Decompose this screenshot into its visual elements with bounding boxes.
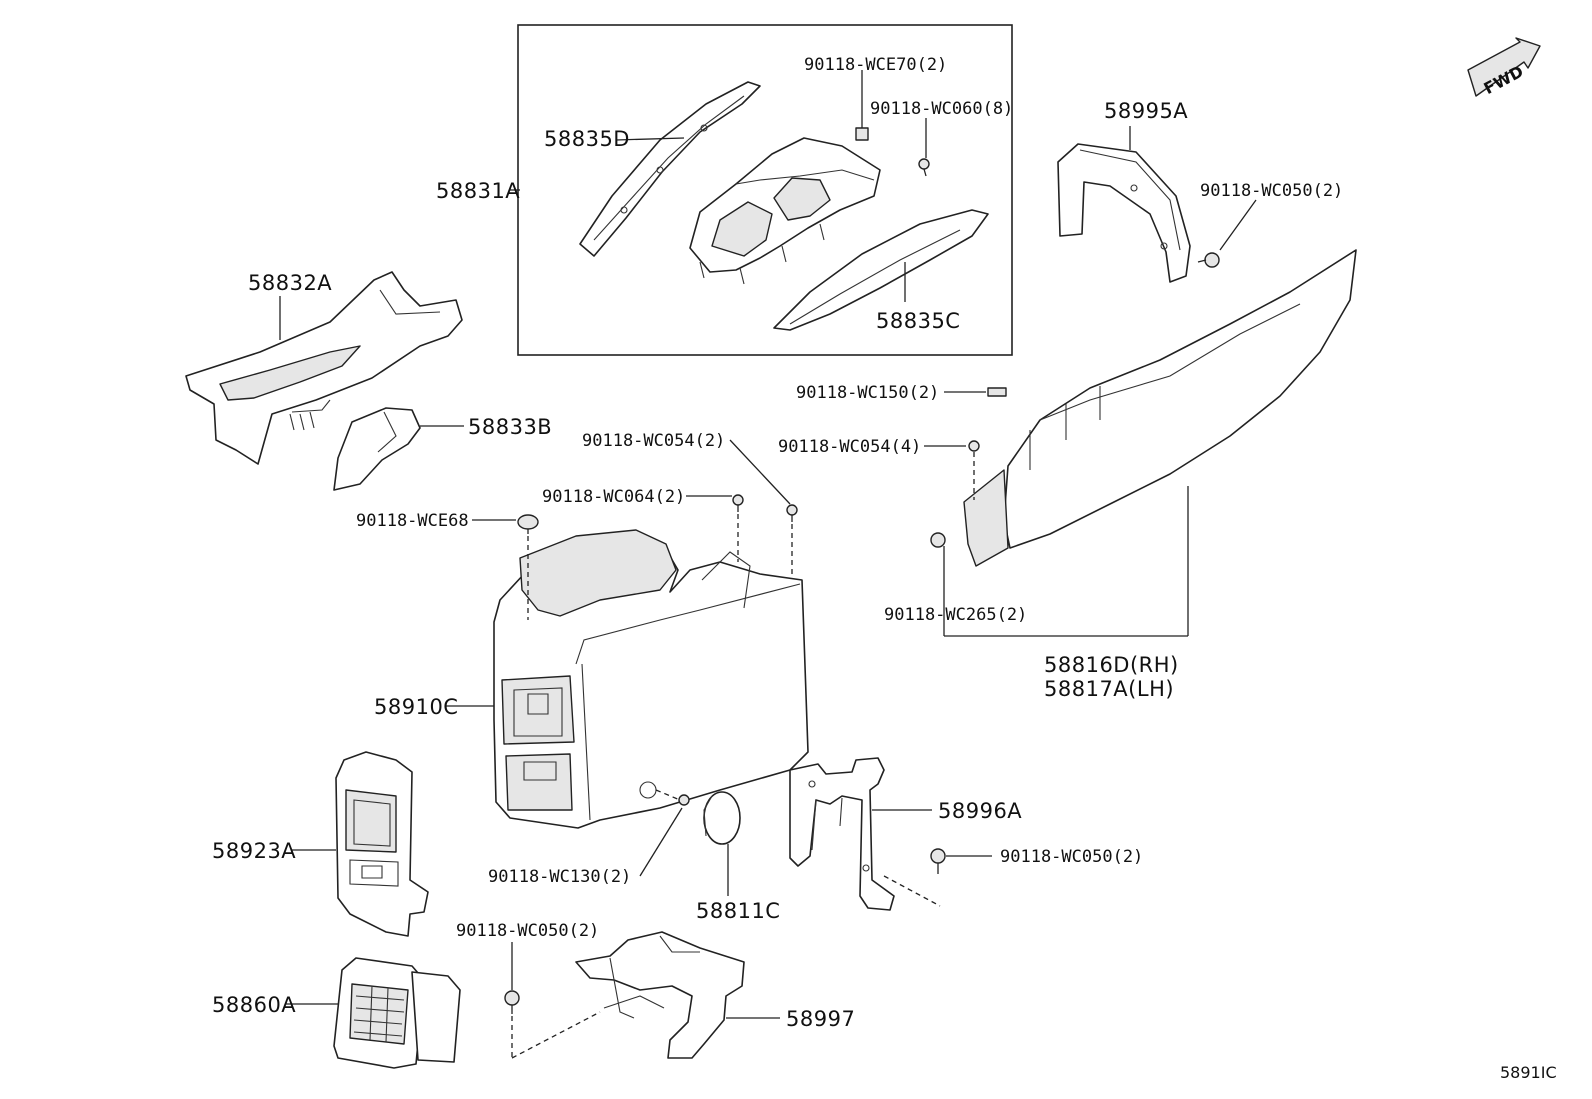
label-58832a: 58832A [248,271,332,295]
part-58816d-side-panel [963,249,1357,567]
part-58923a [335,751,429,937]
label-58995a: 58995A [1104,99,1188,123]
screw-wc064-icon [732,494,744,512]
label-wc150: 90118-WC150(2) [796,383,939,403]
label-58831a: 58831A [436,179,520,203]
clip-wc150-icon [987,387,1007,397]
label-wc054-2: 90118-WC054(2) [582,431,725,451]
part-shift-housing [689,137,881,285]
label-58816d: 58816D(RH) [1044,653,1179,677]
part-58833b [333,407,421,491]
label-wc064: 90118-WC064(2) [542,487,685,507]
part-58832a [185,271,463,465]
label-58997: 58997 [786,1007,855,1031]
part-58997 [575,931,745,1059]
part-58910c [493,529,809,829]
plug-wce68-icon [517,514,539,534]
label-wc060: 90118-WC060(8) [870,99,1013,119]
part-58860a [333,957,461,1069]
label-wc130: 90118-WC130(2) [488,867,631,887]
label-58835d: 58835D [544,127,630,151]
label-58996a: 58996A [938,799,1022,823]
part-58835c [773,209,989,331]
diagram-code: 5891IC [1500,1063,1557,1082]
label-wc265: 90118-WC265(2) [884,605,1027,625]
label-58923a: 58923A [212,839,296,863]
part-58835d [579,81,761,257]
clip-wce70-icon [855,127,869,141]
screw-wc060-icon [918,158,930,177]
label-wc050-mid: 90118-WC050(2) [1000,847,1143,867]
part-58995a [1057,143,1191,283]
label-wce70: 90118-WCE70(2) [804,55,947,75]
fwd-arrow-icon: FWD [1467,37,1541,98]
screw-wc054-4-icon [968,440,980,452]
bolt-wc050-mid-icon [930,848,946,874]
bolt-wc050-bot-icon [504,990,520,1014]
label-58910c: 58910C [374,695,458,719]
part-58811c [703,791,741,845]
label-wc050-bot: 90118-WC050(2) [456,921,599,941]
label-wc050-top: 90118-WC050(2) [1200,181,1343,201]
bolt-wc050-top-icon [1197,252,1220,268]
part-58996a [789,757,895,911]
bolt-wc265-icon [930,532,946,548]
label-58811c: 58811C [696,899,780,923]
screw-wc130-icon [678,794,690,806]
label-58835c: 58835C [876,309,960,333]
screw-wc054-2-icon [786,504,798,522]
label-58817a: 58817A(LH) [1044,677,1174,701]
label-wce68: 90118-WCE68 [356,511,469,531]
label-58860a: 58860A [212,993,296,1017]
label-wc054-4: 90118-WC054(4) [778,437,921,457]
label-58833b: 58833B [468,415,552,439]
